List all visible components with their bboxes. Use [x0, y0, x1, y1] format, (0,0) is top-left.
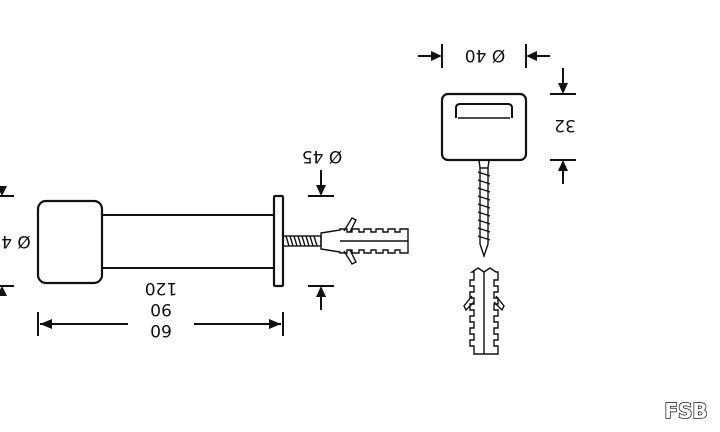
body-diameter-dimension: Ø 4 — [0, 186, 31, 296]
stop-shaft — [102, 214, 274, 269]
bumper-head — [36, 199, 104, 285]
length-label-60: 60 — [150, 320, 172, 340]
screw-shank — [479, 168, 489, 259]
body-diameter-label: Ø 4 — [1, 231, 31, 251]
plug-fin-upper — [343, 217, 357, 233]
rosette-diameter-label: Ø 45 — [302, 146, 342, 166]
mount-body — [440, 92, 528, 162]
plug-fin-lower — [343, 249, 357, 265]
mount-diameter-label: Ø 40 — [465, 45, 505, 65]
mount-height-label: 32 — [554, 115, 576, 135]
mount-height-dimension: 32 — [550, 68, 576, 184]
mount-recess — [455, 103, 513, 118]
brand-logo: FSB — [664, 399, 707, 423]
wall-plug-horizontal — [320, 228, 409, 254]
length-label-90: 90 — [150, 299, 172, 319]
screw-neck — [478, 159, 490, 169]
mount-diameter-dimension: Ø 40 — [418, 44, 550, 68]
rosette-plate — [272, 194, 285, 288]
wall-plug-vertical — [469, 267, 499, 355]
door-stop-side-view — [36, 194, 409, 288]
vertical-plug-fins — [463, 295, 505, 312]
screw-thread — [477, 171, 491, 241]
length-dimension: 60 90 120 — [37, 278, 284, 340]
stud-thread — [285, 235, 318, 247]
rosette-diameter-dimension: Ø 45 — [302, 146, 342, 310]
wall-mount-front-view — [440, 92, 528, 355]
length-label-120: 120 — [145, 278, 177, 298]
